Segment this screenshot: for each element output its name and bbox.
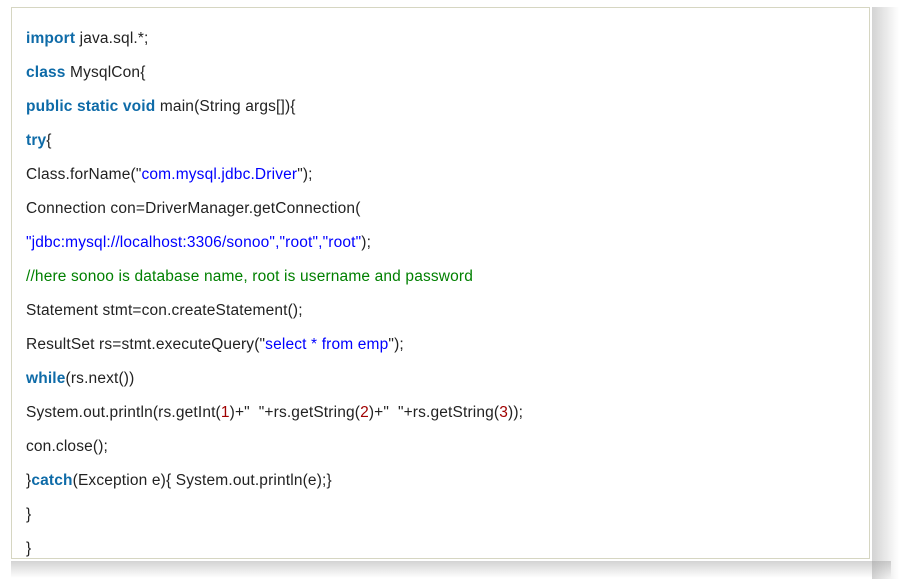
code-token-plain: { bbox=[46, 132, 52, 149]
code-token-plain: "); bbox=[297, 166, 313, 183]
code-token-num: 1 bbox=[220, 404, 230, 421]
code-box-shadow-bottom bbox=[11, 561, 891, 578]
code-token-plain: Class.forName(" bbox=[26, 166, 142, 183]
code-token-plain: Statement stmt=con.createStatement(); bbox=[26, 302, 303, 319]
code-line: try{ bbox=[26, 124, 869, 158]
code-token-num: 2 bbox=[360, 404, 369, 421]
code-token-plain: (rs.next()) bbox=[65, 370, 135, 387]
code-line: Connection con=DriverManager.getConnecti… bbox=[26, 192, 869, 226]
code-token-plain: MysqlCon{ bbox=[65, 64, 146, 81]
code-token-num: 3 bbox=[499, 404, 509, 421]
code-line: con.close(); bbox=[26, 430, 869, 464]
code-line: ResultSet rs=stmt.executeQuery("select *… bbox=[26, 328, 869, 362]
code-line: } bbox=[26, 498, 869, 532]
code-token-str: "jdbc:mysql://localhost:3306/sonoo","roo… bbox=[26, 234, 362, 251]
code-token-kw: public static void bbox=[26, 98, 156, 115]
code-line: while(rs.next()) bbox=[26, 362, 869, 396]
code-token-cmt: //here sonoo is database name, root is u… bbox=[26, 268, 474, 285]
code-token-plain: java.sql.*; bbox=[75, 30, 149, 47]
code-line: Statement stmt=con.createStatement(); bbox=[26, 294, 869, 328]
code-token-str: select * from emp bbox=[265, 336, 389, 353]
code-token-plain: } bbox=[26, 540, 32, 557]
code-line: Class.forName("com.mysql.jdbc.Driver"); bbox=[26, 158, 869, 192]
code-line: public static void main(String args[]){ bbox=[26, 90, 869, 124]
code-token-plain: )+" "+rs.getString( bbox=[368, 404, 500, 421]
code-token-kw: import bbox=[26, 30, 76, 47]
code-token-plain: ); bbox=[361, 234, 372, 251]
code-token-plain: main(String args[]){ bbox=[155, 98, 296, 115]
code-token-plain: (Exception e){ System.out.println(e);} bbox=[72, 472, 332, 489]
code-line: }catch(Exception e){ System.out.println(… bbox=[26, 464, 869, 498]
code-line: //here sonoo is database name, root is u… bbox=[26, 260, 869, 294]
code-token-kw: while bbox=[26, 370, 66, 387]
code-token-plain: ResultSet rs=stmt.executeQuery(" bbox=[26, 336, 266, 353]
code-token-plain: )+" "+rs.getString( bbox=[229, 404, 361, 421]
java-code-block: import java.sql.*;class MysqlCon{public … bbox=[11, 7, 870, 559]
code-token-plain: "); bbox=[388, 336, 404, 353]
code-token-plain: } bbox=[26, 506, 32, 523]
code-token-plain: con.close(); bbox=[26, 438, 108, 455]
code-line: "jdbc:mysql://localhost:3306/sonoo","roo… bbox=[26, 226, 869, 260]
code-token-kw: try bbox=[26, 132, 47, 149]
code-line: import java.sql.*; bbox=[26, 22, 869, 56]
code-line: } bbox=[26, 532, 869, 558]
code-line: System.out.println(rs.getInt(1)+" "+rs.g… bbox=[26, 396, 869, 430]
code-token-kw: class bbox=[26, 64, 66, 81]
code-token-kw: catch bbox=[31, 472, 73, 489]
code-token-plain: )); bbox=[508, 404, 524, 421]
code-token-str: com.mysql.jdbc.Driver bbox=[141, 166, 298, 183]
code-token-plain: } bbox=[26, 472, 32, 489]
code-line-list: import java.sql.*;class MysqlCon{public … bbox=[12, 8, 869, 558]
code-token-plain: Connection con=DriverManager.getConnecti… bbox=[26, 200, 361, 217]
code-token-plain: System.out.println(rs.getInt( bbox=[26, 404, 221, 421]
code-line: class MysqlCon{ bbox=[26, 56, 869, 90]
code-box-shadow-right bbox=[872, 7, 899, 579]
